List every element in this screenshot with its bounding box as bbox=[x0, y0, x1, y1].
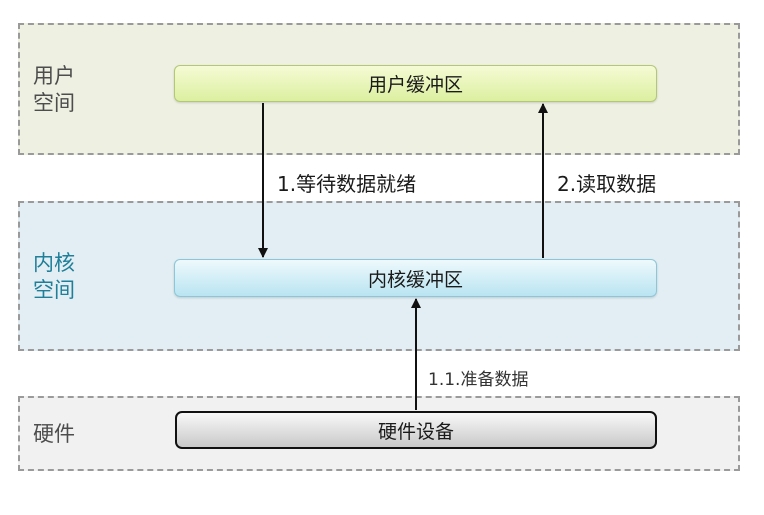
kernel-space-label: 内核 空间 bbox=[33, 251, 75, 302]
kernel-buffer-box: 内核缓冲区 bbox=[174, 259, 657, 297]
hardware-device-box: 硬件设备 bbox=[175, 411, 657, 449]
wait-data-label: 1.等待数据就绪 bbox=[277, 172, 417, 196]
kernel-buffer-label: 内核缓冲区 bbox=[367, 268, 463, 291]
hardware-label: 硬件 bbox=[33, 422, 75, 446]
user-buffer-label: 用户缓冲区 bbox=[367, 74, 463, 96]
prepare-data-label: 1.1.准备数据 bbox=[428, 370, 529, 390]
user-space-label: 用户 空间 bbox=[33, 64, 75, 115]
read-data-label: 2.读取数据 bbox=[557, 172, 657, 196]
hardware-device-label: 硬件设备 bbox=[377, 420, 454, 443]
user-buffer-box: 用户缓冲区 bbox=[174, 65, 657, 102]
